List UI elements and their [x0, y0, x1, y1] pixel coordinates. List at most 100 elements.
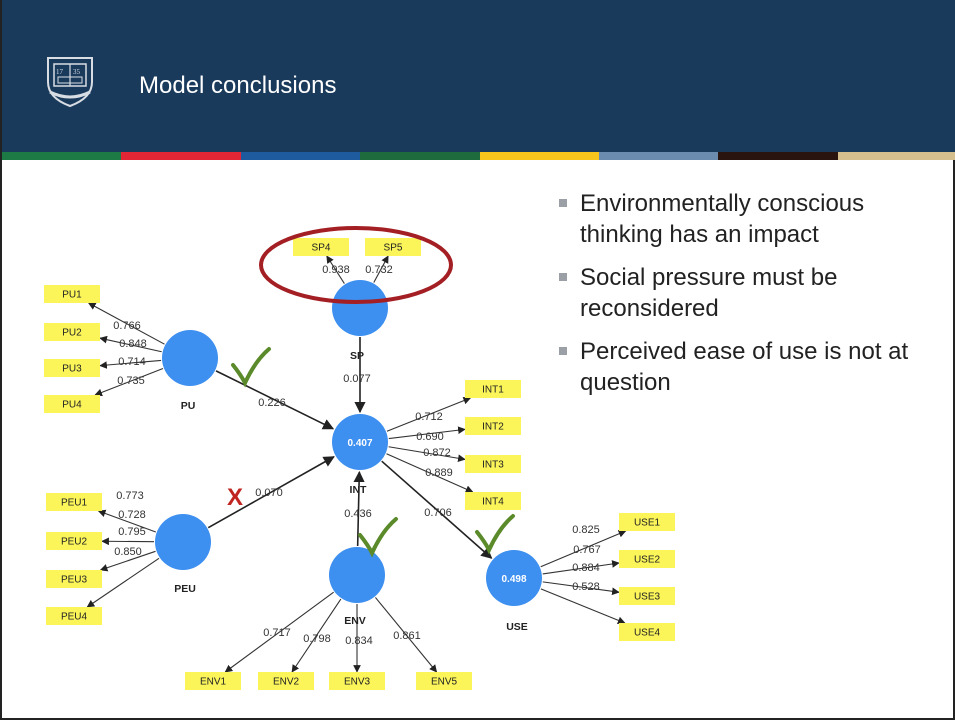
- indicator-label: ENV3: [344, 677, 371, 688]
- construct-node: [162, 330, 218, 386]
- loading-value: 0.712: [415, 411, 443, 423]
- loading-arrow: [86, 557, 160, 608]
- construct-label: PU: [181, 400, 196, 412]
- indicator-label: ENV1: [200, 677, 227, 688]
- loading-arrow: [540, 588, 626, 624]
- path-arrow: [381, 460, 493, 559]
- indicator-box: [465, 380, 521, 398]
- indicator-label: USE2: [634, 555, 661, 566]
- loading-value: 0.825: [572, 524, 600, 536]
- loading-value: 0.773: [116, 490, 144, 502]
- construct-node: [329, 547, 385, 603]
- construct-r2: 0.498: [501, 574, 526, 585]
- bullet-item: Social pressure must be reconsidered: [557, 262, 947, 324]
- indicator-label: PEU3: [61, 575, 88, 586]
- bullet-square-icon: [559, 347, 567, 355]
- path-arrow: [353, 470, 365, 547]
- loading-value: 0.795: [118, 526, 146, 538]
- loading-value: 0.872: [423, 447, 451, 459]
- loading-arrow: [386, 453, 474, 493]
- crest-year-left: 17: [56, 68, 64, 76]
- loading-value: 0.884: [572, 562, 600, 574]
- stripe-segment: [2, 152, 122, 160]
- indicator-box: [44, 323, 100, 341]
- path-coefficient: 0.077: [343, 373, 371, 385]
- loading-value: 0.834: [345, 635, 373, 647]
- bullet-square-icon: [559, 273, 567, 281]
- indicator-box: [619, 513, 675, 531]
- path-coefficient: 0.436: [344, 508, 372, 520]
- construct-label: PEU: [174, 583, 196, 595]
- loading-arrow: [99, 550, 156, 572]
- slide-title: Model conclusions: [139, 72, 337, 99]
- indicator-label: PU4: [62, 400, 82, 411]
- loading-arrow: [386, 396, 472, 432]
- loading-value: 0.850: [114, 546, 142, 558]
- indicator-label: USE1: [634, 518, 661, 529]
- path-coefficient: 0.706: [424, 507, 452, 519]
- indicator-label: ENV5: [431, 677, 458, 688]
- indicator-box: [293, 238, 349, 256]
- loading-value: 0.848: [119, 338, 147, 350]
- loading-value: 0.717: [263, 627, 291, 639]
- loading-arrow: [374, 597, 438, 673]
- bullet-text: Environmentally conscious thinking has a…: [580, 190, 865, 248]
- indicator-label: SP4: [312, 243, 331, 254]
- bullet-text: Perceived ease of use is not at question: [580, 338, 909, 396]
- reject-mark: X: [227, 484, 243, 511]
- indicator-box: [46, 607, 102, 625]
- loading-arrow: [388, 426, 466, 440]
- loading-arrow: [99, 335, 162, 353]
- construct-label: ENV: [344, 615, 366, 627]
- construct-node: [332, 280, 388, 336]
- loading-value: 0.714: [118, 356, 146, 368]
- pls-sem-path-diagram: SP40.938SP50.732PU10.766PU20.848PU30.714…: [44, 226, 675, 690]
- loading-arrow: [94, 368, 164, 397]
- indicator-label: SP5: [384, 243, 403, 254]
- bullet-item: Environmentally conscious thinking has a…: [557, 188, 947, 250]
- indicator-label: PU2: [62, 328, 82, 339]
- loading-value: 0.690: [416, 431, 444, 443]
- stripe-segment: [240, 152, 361, 160]
- loading-value: 0.938: [322, 264, 350, 276]
- loading-arrow: [97, 509, 156, 533]
- stripe-segment: [121, 152, 241, 160]
- construct-label: USE: [506, 621, 528, 633]
- loading-arrow: [542, 560, 620, 575]
- indicator-label: PEU2: [61, 537, 88, 548]
- color-stripe: [2, 152, 955, 160]
- indicator-box: [258, 672, 314, 690]
- stripe-segment: [360, 152, 480, 160]
- indicator-label: PU1: [62, 290, 82, 301]
- stripe-segment: [837, 152, 955, 160]
- indicator-box: [465, 417, 521, 435]
- indicator-label: PEU1: [61, 498, 88, 509]
- indicator-label: USE4: [634, 628, 661, 639]
- indicator-label: ENV2: [273, 677, 300, 688]
- check-mark-icon: [358, 517, 398, 558]
- indicator-box: [44, 285, 100, 303]
- construct-node: [332, 414, 388, 470]
- loading-value: 0.767: [573, 544, 601, 556]
- loading-value: 0.528: [572, 581, 600, 593]
- indicator-box: [619, 550, 675, 568]
- loading-value: 0.798: [303, 633, 331, 645]
- loading-value: 0.732: [365, 264, 393, 276]
- loading-arrow: [326, 255, 345, 284]
- indicator-label: INT4: [482, 497, 504, 508]
- loading-value: 0.766: [113, 320, 141, 332]
- loading-value: 0.889: [425, 467, 453, 479]
- indicator-label: USE3: [634, 592, 661, 603]
- construct-label: SP: [350, 350, 364, 362]
- indicator-box: [46, 493, 102, 511]
- indicator-box: [46, 532, 102, 550]
- crest-year-right: 35: [73, 68, 81, 76]
- loading-arrow: [87, 302, 165, 345]
- loading-arrow: [542, 581, 620, 596]
- bullet-text: Social pressure must be reconsidered: [580, 264, 838, 322]
- indicator-box: [185, 672, 241, 690]
- highlight-ellipse: [259, 226, 453, 304]
- loading-arrow: [99, 359, 162, 369]
- loading-arrow: [540, 530, 627, 568]
